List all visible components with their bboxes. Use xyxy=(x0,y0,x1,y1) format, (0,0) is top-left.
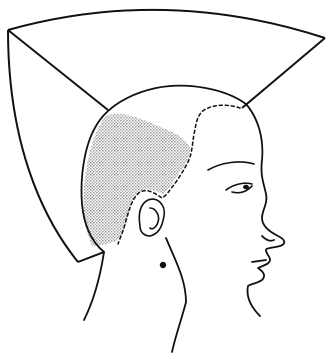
neck-front xyxy=(172,302,186,352)
clipper-shaded-zone xyxy=(83,114,190,246)
fan-left-line xyxy=(8,30,108,110)
mouth-line xyxy=(252,260,266,262)
pupil xyxy=(243,185,249,189)
nostril xyxy=(262,236,274,241)
lower-eyelid xyxy=(232,186,252,193)
fan-outer-arc xyxy=(8,10,325,38)
jaw-line xyxy=(166,238,186,302)
ear xyxy=(139,199,164,236)
eyebrow xyxy=(208,162,254,170)
ear-outer xyxy=(139,199,164,236)
face-profile xyxy=(246,104,284,316)
fan-bottom-line xyxy=(78,252,104,262)
eye xyxy=(208,162,254,193)
neck-mole xyxy=(160,262,166,268)
fan-right-line xyxy=(242,38,325,108)
fan-left-edge xyxy=(8,30,78,262)
ear-inner xyxy=(150,208,159,229)
neck-back xyxy=(84,252,104,320)
